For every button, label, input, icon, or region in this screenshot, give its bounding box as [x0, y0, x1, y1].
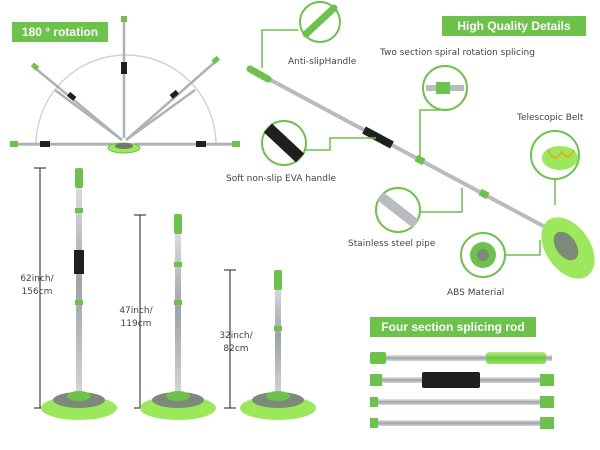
- pole-right-cap: [232, 141, 240, 147]
- pole-right-upper: [125, 61, 216, 141]
- pole-grip: [169, 89, 179, 99]
- rotation-diagram: [10, 16, 240, 154]
- size-mop-large: [34, 167, 117, 420]
- pole-grip: [362, 126, 394, 149]
- eva-label: Soft non-slip EVA handle: [226, 174, 337, 184]
- pole-grip: [74, 250, 84, 274]
- mop-head-hub: [115, 143, 133, 149]
- pole-left-mid: [54, 88, 123, 142]
- rod-section-4: [370, 417, 554, 429]
- splicing-badge: Four section splicing rod: [370, 317, 536, 337]
- mop-pole-icon: [251, 68, 561, 237]
- pole-right-mid: [125, 88, 196, 142]
- size-large-label: 62inch/ 156cm: [12, 273, 62, 299]
- anti-slip-label: Anti-slipHandle: [288, 57, 357, 67]
- callout-spiral: [419, 65, 468, 158]
- size-small-inch: 32inch/: [219, 331, 253, 341]
- rod-section-2: [370, 372, 554, 388]
- size-medium-label: 47inch/ 119cm: [111, 305, 161, 331]
- size-small-cm: 82cm: [223, 344, 249, 354]
- pole-cap: [246, 65, 272, 83]
- size-mop-medium: [134, 214, 216, 420]
- rod-section-1: [370, 352, 552, 364]
- quality-badge: High Quality Details: [442, 16, 586, 36]
- abs-label: ABS Material: [447, 288, 505, 298]
- size-medium-cm: 119cm: [120, 319, 152, 329]
- splicing-rods: [370, 352, 554, 429]
- pole-cap: [211, 55, 220, 65]
- callout-telescopic: [530, 130, 580, 205]
- mop-pole-icon: [275, 274, 281, 400]
- rotation-badge: 180 ° rotation: [12, 22, 108, 42]
- pole-left-grip: [40, 141, 50, 147]
- mop-pole-icon: [76, 170, 82, 400]
- telescopic-label: Telescopic Belt: [517, 113, 584, 123]
- pole-left-cap: [10, 141, 18, 147]
- size-medium-inch: 47inch/: [119, 306, 153, 316]
- pole-cap: [75, 168, 83, 188]
- callout-eva: [261, 120, 376, 166]
- detail-mop: [246, 65, 595, 279]
- callout-abs: [460, 232, 541, 278]
- rotation-arc: [35, 54, 217, 146]
- callout-anti-slip: [261, 1, 341, 68]
- mop-pole-icon: [175, 218, 181, 400]
- size-small-label: 32inch/ 82cm: [211, 330, 261, 356]
- size-mop-small: [224, 269, 316, 420]
- callout-steel: [375, 187, 463, 233]
- pole-grip: [67, 91, 77, 101]
- size-large-inch: 62inch/: [20, 274, 54, 284]
- rod-section-3: [370, 396, 554, 408]
- pole-right-grip: [196, 141, 206, 147]
- spiral-label: Two section spiral rotation splicing: [380, 48, 535, 58]
- pole-cap: [30, 62, 40, 71]
- pole-vertical-grip: [121, 62, 127, 74]
- steel-label: Stainless steel pipe: [348, 239, 436, 249]
- pole-vertical-cap: [121, 16, 127, 22]
- size-large-cm: 156cm: [21, 287, 53, 297]
